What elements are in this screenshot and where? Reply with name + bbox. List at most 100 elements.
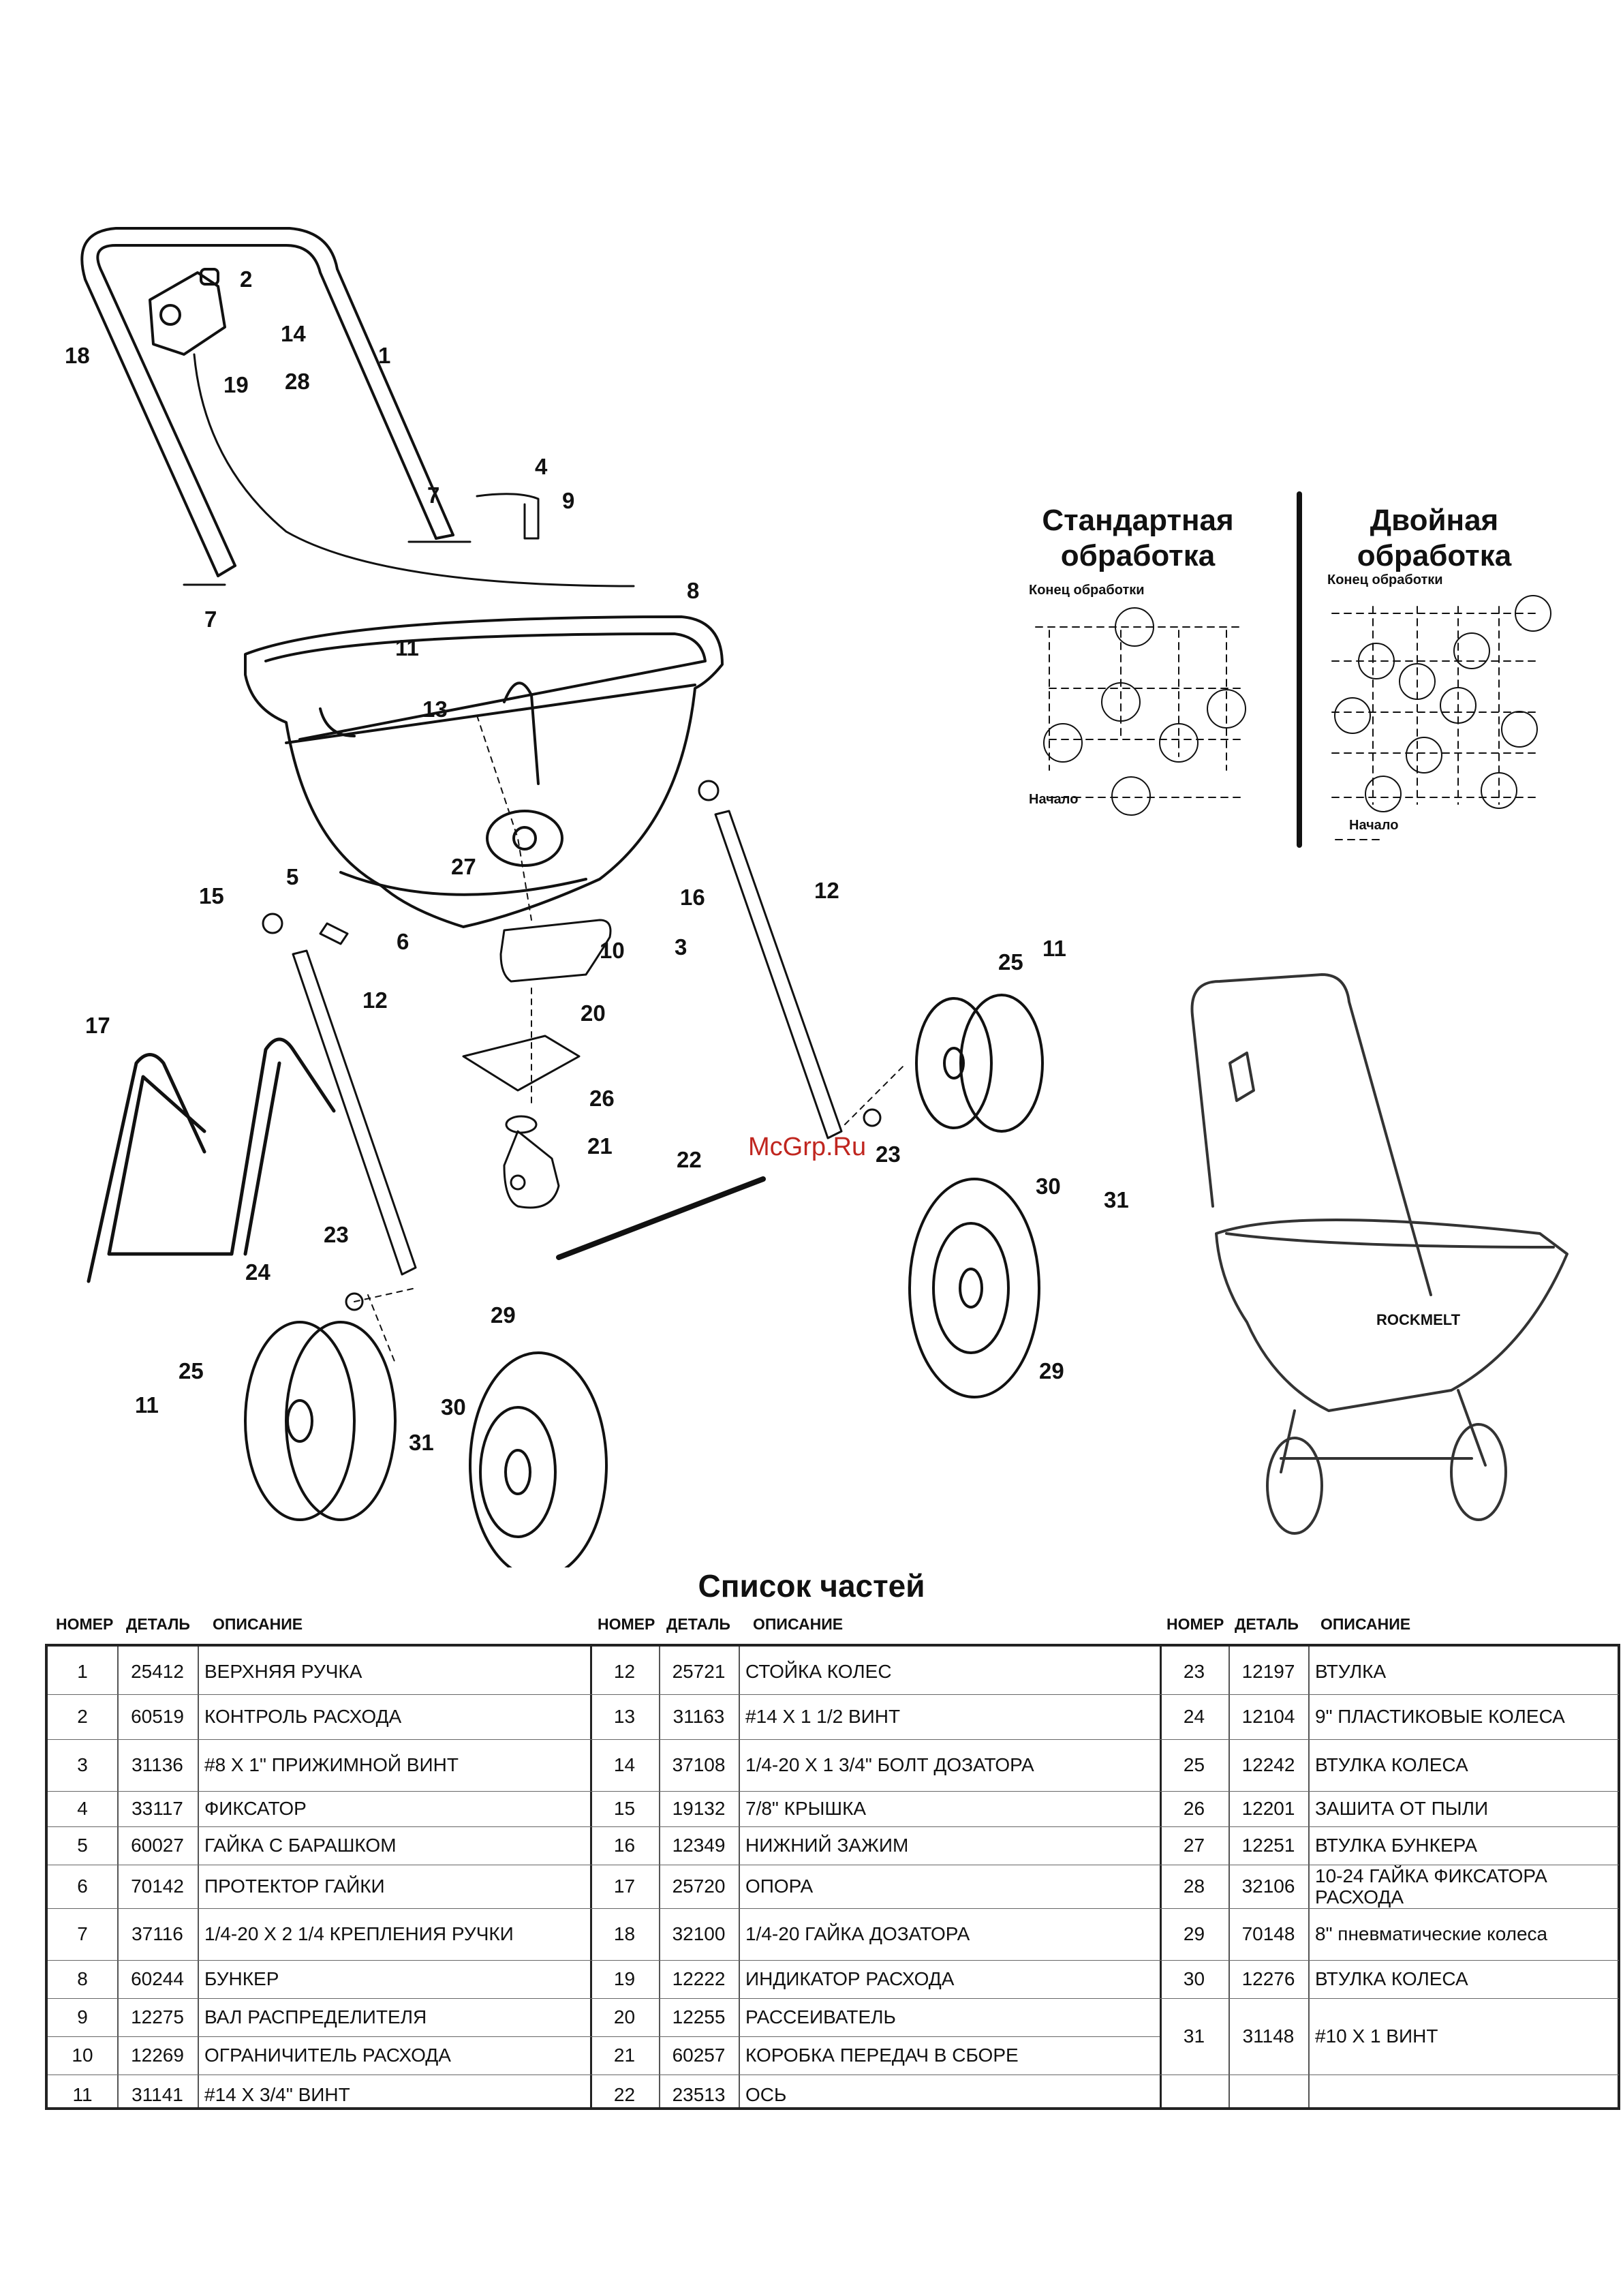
table-row-part: 60257 [672,2045,726,2066]
table-row-divider [48,1791,1160,1792]
table-row-divider [48,1739,1160,1740]
callout-30-left: 30 [441,1394,466,1420]
table-row-number: 12 [613,1661,636,1682]
table-row-part: 32106 [1241,1876,1295,1897]
spreader-plate [462,1035,581,1092]
table-row-number: 4 [77,1798,88,1819]
callout-27: 27 [451,854,476,879]
standard-pattern-arrows [1035,626,1241,798]
table-row-part: 60027 [131,1835,184,1856]
table-row-part: 70148 [1241,1923,1295,1944]
table-row-number: 7 [77,1923,88,1944]
table-row-number: 28 [1183,1876,1205,1897]
table-row-description: БУНКЕР [204,1968,279,1990]
col2-header-num: НОМЕР [598,1615,655,1633]
table-column-divider [1160,1647,1162,2107]
table-row-description: ВАЛ РАСПРЕДЕЛИТЕЛЯ [204,2006,427,2028]
table-row-description: СТОЙКА КОЛЕС [745,1661,892,1683]
callout-31-right: 31 [1104,1187,1129,1212]
table-row-description: ВТУЛКА КОЛЕСА [1315,1754,1468,1776]
callout-11-hopper: 11 [395,635,419,660]
callout-11-left: 11 [135,1392,159,1418]
callout-22: 22 [677,1147,702,1172]
table-row-part: 12222 [672,1968,726,1989]
table-column-divider [1308,1647,1310,2107]
assembled-spreader-illustration [1190,973,1568,1535]
callout-17: 17 [85,1013,110,1038]
table-row-description: 8" пневматические колеса [1315,1923,1548,1945]
table-row-description: РАССЕИВАТЕЛЬ [745,2006,896,2028]
table-row-number: 2 [77,1706,88,1727]
table-row-part: 23513 [672,2084,726,2105]
table-column-divider [1228,1647,1230,2107]
callout-10: 10 [600,938,625,963]
callout-15: 15 [199,883,224,908]
support-frame [87,1037,336,1283]
table-row-number: 23 [1183,1661,1205,1682]
callout-7-bottom: 7 [204,607,217,632]
table-column-divider [659,1647,660,2107]
table-row-description: 1/4-20 ГАЙКА ДОЗАТОРА [745,1923,970,1945]
table-row-description: ВЕРХНЯЯ РУЧКА [204,1661,362,1683]
table-row-divider [48,2036,1160,2037]
table-row-divider [48,1826,1160,1827]
table-row-description: 1/4-20 X 2 1/4 КРЕПЛЕНИЯ РУЧКИ [204,1923,514,1945]
callout-6: 6 [397,929,409,954]
table-row-part: 60244 [131,1968,184,1989]
table-row-description: 9" ПЛАСТИКОВЫЕ КОЛЕСА [1315,1706,1565,1728]
callout-25-left: 25 [179,1358,204,1383]
callout-1: 1 [378,343,391,368]
table-row-divider [1160,1960,1619,1961]
table-row-number: 31 [1183,2025,1205,2047]
table-row-description: ГАЙКА С БАРАШКОМ [204,1835,397,1856]
callout-18: 18 [65,343,90,368]
callout-9: 9 [562,488,575,513]
table-row-number: 15 [613,1798,636,1819]
table-row-part: 25721 [672,1661,726,1682]
standard-title-line2: обработка [1060,538,1216,572]
table-row-part: 25720 [672,1876,726,1897]
hopper [244,615,724,928]
callout-28: 28 [285,369,310,394]
callout-19: 19 [223,372,249,397]
table-row-number: 8 [77,1968,88,1989]
callout-3: 3 [675,934,687,960]
callout-23-right: 23 [876,1142,901,1167]
callout-20: 20 [581,1000,606,1026]
table-column-divider [198,1647,199,2107]
table-row-description: ФИКСАТОР [204,1798,307,1820]
table-row-description: КОРОБКА ПЕРЕДАЧ В СБОРЕ [745,2045,1019,2066]
lock-pin [476,493,540,540]
indicator-cable [193,353,635,587]
callout-11-right: 11 [1042,936,1066,961]
table-row-part: 12104 [1241,1706,1295,1727]
table-row-number: 20 [613,2006,636,2027]
callout-5: 5 [286,864,299,889]
col3-header-num: НОМЕР [1166,1615,1224,1633]
exploded-diagram: ROCKMELT McGrp.Ru 2 14 18 1 19 28 4 9 7 … [65,227,1568,1567]
callout-7-top: 7 [427,483,440,508]
table-row-part: 12255 [672,2006,726,2027]
bushing-right [863,1108,882,1127]
wheel-strut-left [292,949,417,1276]
standard-end-label: Конец обработки [1029,583,1145,598]
double-title-line2: обработка [1357,538,1512,572]
table-row-number: 26 [1183,1798,1205,1819]
table-row-number: 24 [1183,1706,1205,1727]
table-row-part: 25412 [131,1661,184,1682]
callout-12-right: 12 [814,878,839,903]
table-row-part: 31148 [1242,2025,1295,2047]
table-row-description: #14 X 3/4" ВИНТ [204,2084,350,2106]
table-row-part: 31163 [673,1706,725,1727]
table-row-divider [48,1694,1160,1695]
table-row-divider [48,1908,1160,1909]
callout-13: 13 [422,697,448,722]
table-row-number: 18 [613,1923,636,1944]
table-row-divider [1160,1739,1619,1740]
callout-29-left: 29 [491,1302,516,1328]
table-row-divider [48,1998,1160,1999]
callout-14: 14 [281,321,306,346]
standard-pattern-title: Стандартная обработка [1008,503,1267,574]
double-pattern-arrows [1331,606,1541,840]
standard-spreader-icons [1043,607,1246,816]
